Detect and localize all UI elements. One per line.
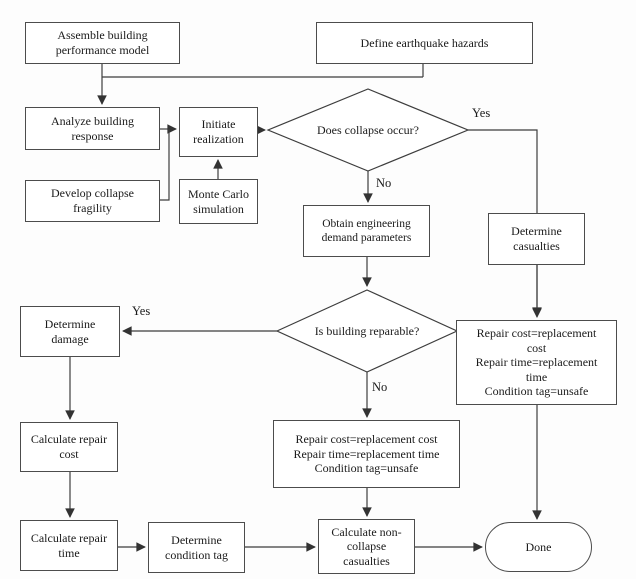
node-initiate-realization: Initiate realization [179,107,258,157]
reparable-no-label: No [372,380,388,394]
node-determine-condition-tag: Determine condition tag [148,522,245,573]
node-label: Determine condition tag [165,532,228,562]
reparable-yes-label: Yes [132,304,151,318]
node-label: Define earthquake hazards [360,35,489,50]
node-label: Assemble building performance model [55,28,150,57]
node-label: Obtain engineering demand parameters [321,217,412,244]
decision-label: Is building reparable? [314,323,420,338]
collapse-no-label: No [376,176,392,190]
node-determine-damage: Determine damage [20,306,120,357]
connector-develop-join [160,129,170,201]
node-develop-collapse-fragility: Develop collapse fragility [25,180,160,222]
node-label: Develop collapse fragility [51,186,134,215]
node-repair-defaults-irreparable-branch: Repair cost=replacement cost Repair time… [273,420,460,488]
node-obtain-engineering-demand-parameters: Obtain engineering demand parameters [303,205,430,257]
node-label: Repair cost=replacement cost Repair time… [475,325,598,399]
node-assemble-building-performance-model: Assemble building performance model [25,22,180,64]
collapse-yes-label: Yes [472,106,491,120]
node-label: Repair cost=replacement cost Repair time… [293,432,440,476]
decision-label: Does collapse occur? [317,122,419,137]
node-label: Monte Carlo simulation [188,186,249,216]
node-determine-casualties: Determine casualties [488,213,585,265]
node-repair-defaults-collapse-branch: Repair cost=replacement cost Repair time… [456,320,617,405]
node-done-terminator: Done [485,522,592,572]
node-label: Done [525,539,552,554]
node-analyze-building-response: Analyze building response [25,107,160,150]
node-label: Analyze building response [51,113,134,143]
node-label: Calculate repair time [30,530,108,560]
node-is-building-reparable-decision: Is building reparable? [282,302,452,360]
node-label: Determine casualties [511,224,562,253]
collapse-decision-diamond [266,88,470,172]
node-monte-carlo-simulation: Monte Carlo simulation [179,179,258,224]
node-label: Determine damage [44,316,96,346]
node-label: Calculate repair cost [30,432,108,461]
node-calculate-non-collapse-casualties: Calculate non- collapse casualties [318,519,415,574]
node-calculate-repair-cost: Calculate repair cost [20,422,118,472]
node-calculate-repair-time: Calculate repair time [20,520,118,571]
node-label: Initiate realization [193,117,244,146]
node-does-collapse-occur-decision: Does collapse occur? [278,100,458,160]
node-label: Calculate non- collapse casualties [331,524,402,568]
node-define-earthquake-hazards: Define earthquake hazards [316,22,533,64]
